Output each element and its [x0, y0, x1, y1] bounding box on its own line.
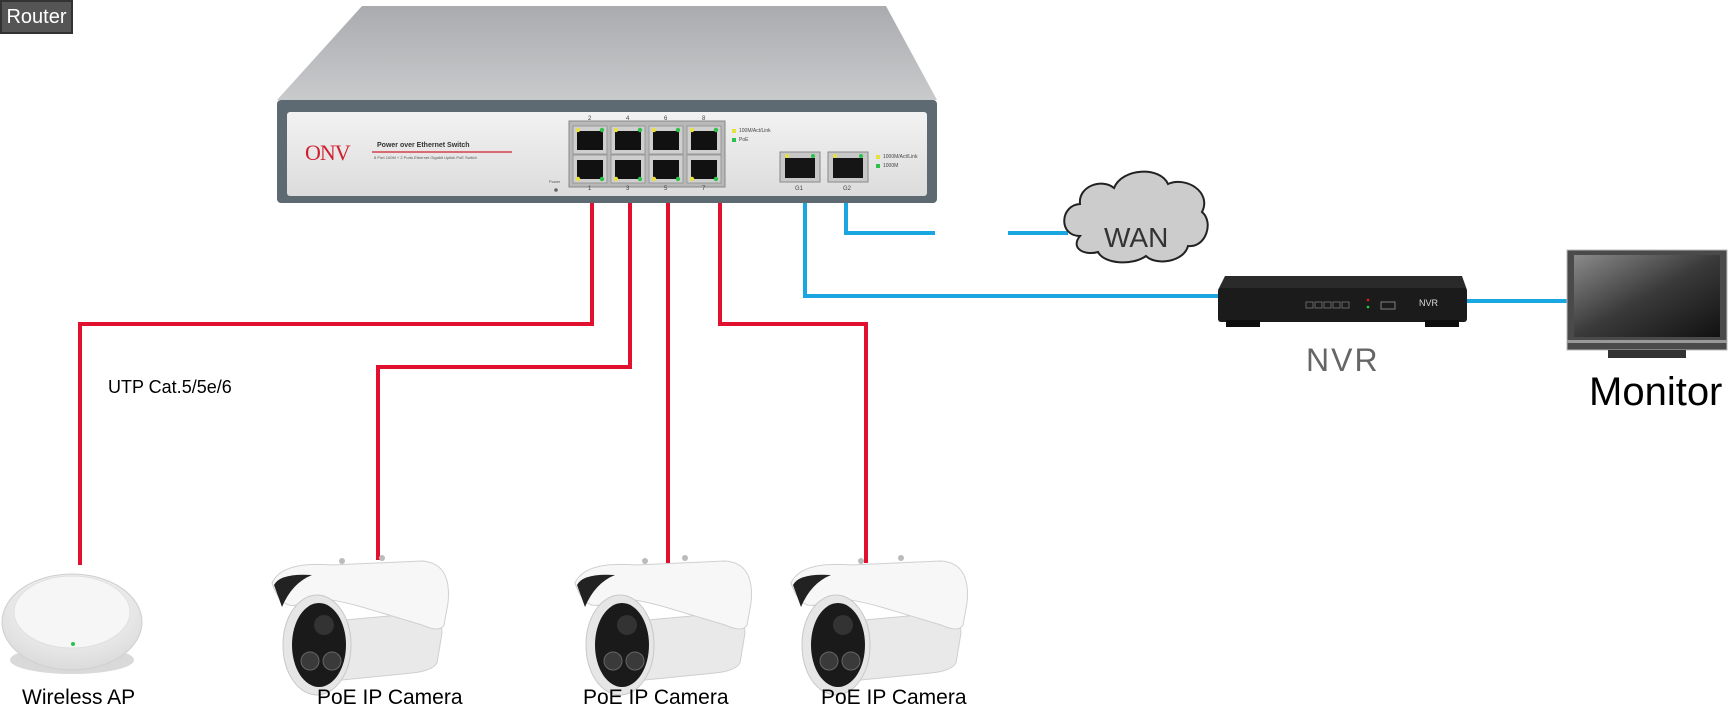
cable-g2-router	[844, 202, 935, 235]
port-label-g2: G2	[843, 186, 852, 192]
port-led	[599, 176, 605, 182]
port-number-bottom: 1	[588, 186, 592, 192]
device-label-wireless-ap: Wireless AP	[22, 686, 136, 709]
port-led	[713, 127, 719, 133]
port-led	[599, 127, 605, 133]
cable-port3-camera-1	[376, 202, 632, 560]
switch-top-surface	[277, 6, 937, 100]
port-led	[689, 127, 695, 133]
router[interactable]: Router	[0, 0, 73, 34]
power-led	[554, 188, 558, 192]
port-led	[689, 176, 695, 182]
legend-led-yellow	[732, 129, 736, 133]
legend-poe-link: 100M/Act/Link	[739, 128, 771, 134]
port-led	[675, 176, 681, 182]
cable-port7-camera-3	[718, 202, 868, 563]
switch-product-name: Power over Ethernet Switch	[377, 142, 470, 149]
cable-g1-nvr	[803, 202, 1218, 298]
port-led	[613, 176, 619, 182]
device-label-camera-1: PoE IP Camera	[317, 686, 463, 709]
switch-product-desc: 8 Port 100M + 2 Ports Ethernet Gigabit U…	[374, 155, 477, 160]
port-led	[651, 176, 657, 182]
cable-type-label: UTP Cat.5/5e/6	[108, 377, 232, 397]
port-led	[637, 127, 643, 133]
monitor-label: Monitor	[1589, 370, 1723, 414]
port-number-bottom: 5	[664, 186, 668, 192]
legend-uplink-link: 1000M/Act/Link	[883, 154, 918, 160]
switch-power-label: Power	[549, 179, 561, 184]
device-label-camera-3: PoE IP Camera	[821, 686, 967, 709]
nvr-front-label: NVR	[1419, 298, 1439, 308]
port-number-bottom: 7	[702, 186, 706, 192]
port-led	[651, 127, 657, 133]
port-number-top: 2	[588, 116, 592, 122]
legend-led-green-uplink	[876, 164, 880, 168]
device-label-camera-2: PoE IP Camera	[583, 686, 729, 709]
port-number-bottom: 3	[626, 186, 630, 192]
router-label: Router	[6, 5, 67, 28]
legend-led-yellow-uplink	[876, 155, 880, 159]
wan-label: WAN	[1104, 222, 1169, 253]
port-number-top: 8	[702, 116, 706, 122]
port-led	[613, 127, 619, 133]
legend-led-green	[732, 138, 736, 142]
switch-brand-logo: ONV	[305, 140, 351, 165]
port-led	[637, 176, 643, 182]
port-label-g1: G1	[795, 186, 804, 192]
port-led	[575, 176, 581, 182]
cable-port1-wireless-ap	[78, 202, 594, 565]
port-number-top: 4	[626, 116, 630, 122]
port-led	[575, 127, 581, 133]
nvr-label: NVR	[1306, 342, 1380, 378]
port-led	[675, 127, 681, 133]
legend-poe: PoE	[739, 137, 749, 143]
port-number-top: 6	[664, 116, 668, 122]
legend-uplink-speed: 1000M	[883, 163, 899, 169]
port-led	[713, 176, 719, 182]
